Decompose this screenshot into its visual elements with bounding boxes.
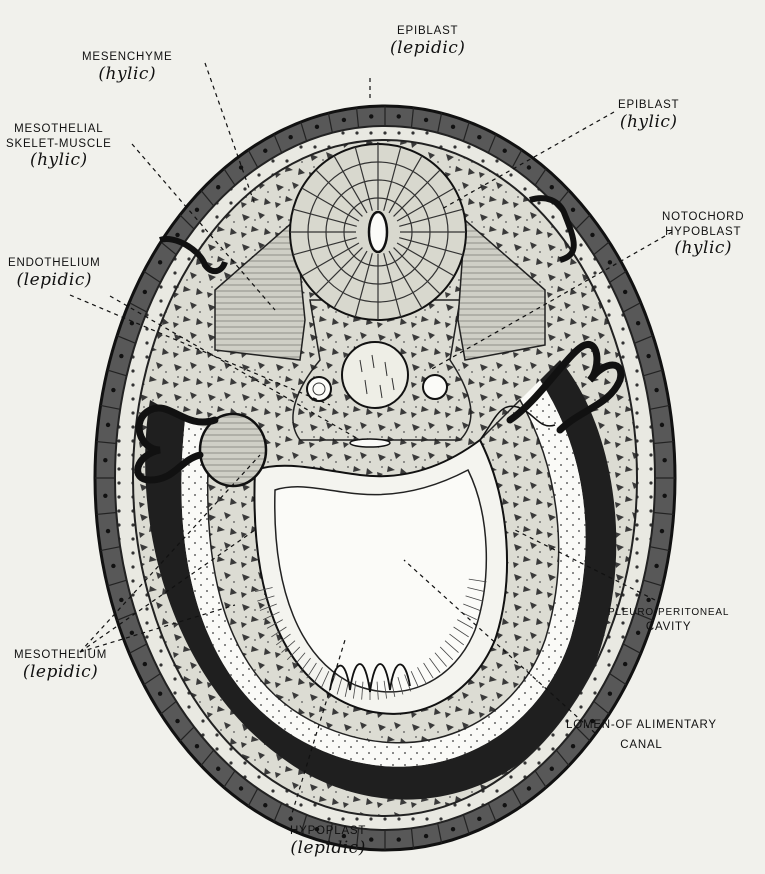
outer-band-nucleus [106, 423, 110, 427]
label-endothelium-type: (lepidic) [8, 272, 101, 289]
outer-band-nucleus [636, 321, 640, 325]
outer-band-nucleus [103, 458, 107, 462]
label-epiblast-right-type: (hylic) [618, 114, 679, 131]
outer-band-nucleus [111, 388, 115, 392]
label-mesothelium: MESOTHELIUM (lepidic) [14, 650, 107, 681]
outer-band-nucleus [175, 233, 179, 237]
outer-band-nucleus [397, 114, 401, 118]
outer-band-nucleus [662, 458, 666, 462]
outer-band-nucleus [654, 564, 658, 568]
outer-band-nucleus [451, 125, 455, 129]
outer-band-nucleus [550, 767, 554, 771]
outer-band-nucleus [130, 631, 134, 635]
neural-canal [369, 212, 387, 252]
outer-band-nucleus [527, 786, 531, 790]
outer-band-nucleus [646, 354, 650, 358]
outer-band-nucleus [158, 260, 162, 264]
notochord [342, 342, 408, 408]
outer-band-nucleus [503, 149, 507, 153]
outer-band-nucleus [397, 837, 401, 841]
vitelline-vessel [350, 439, 390, 447]
outer-band-nucleus [288, 135, 292, 139]
outer-band-nucleus [590, 233, 594, 237]
label-lumen-line2: CANAL [566, 740, 717, 752]
label-hypoplast-type: (lepidic) [290, 840, 366, 857]
outer-band-nucleus [119, 598, 123, 602]
outer-band-nucleus [623, 290, 627, 294]
outer-band-nucleus [646, 598, 650, 602]
label-mesenchyme: MESENCHYME (hylic) [82, 52, 172, 83]
outer-band-nucleus [239, 786, 243, 790]
outer-band-nucleus [424, 834, 428, 838]
label-notochord-line1: NOTOCHORD [662, 212, 744, 224]
outer-band-nucleus [369, 114, 373, 118]
label-mesothelial-skelet-muscle: MESOTHELIAL SKELET-MUSCLE (hylic) [6, 124, 112, 169]
label-epiblast-right-name: EPIBLAST [618, 100, 679, 112]
outer-band-nucleus [503, 803, 507, 807]
outer-band-nucleus [195, 208, 199, 212]
label-epiblast-top: EPIBLAST (lepidic) [390, 26, 465, 57]
outer-band-nucleus [158, 691, 162, 695]
outer-band-nucleus [216, 767, 220, 771]
dorsal-aorta-right [423, 375, 447, 399]
outer-band-nucleus [143, 290, 147, 294]
label-mesenchyme-type: (hylic) [82, 66, 172, 83]
outer-band-nucleus [111, 564, 115, 568]
outer-band-nucleus [216, 185, 220, 189]
outer-band-nucleus [342, 118, 346, 122]
label-mesothelial-line2: SKELET-MUSCLE [6, 139, 112, 151]
outer-band-nucleus [103, 494, 107, 498]
label-hypoplast-name: HYPOPLAST [290, 826, 366, 838]
label-endothelium-name: ENDOTHELIUM [8, 258, 101, 270]
outer-band-nucleus [660, 423, 664, 427]
outer-band-nucleus [106, 529, 110, 533]
outer-band-nucleus [477, 135, 481, 139]
outer-band-nucleus [143, 662, 147, 666]
outer-band-nucleus [175, 719, 179, 723]
label-mesothelial-line1: MESOTHELIAL [6, 124, 112, 136]
outer-band-nucleus [315, 125, 319, 129]
label-endothelium: ENDOTHELIUM (lepidic) [8, 258, 101, 289]
outer-band-nucleus [550, 185, 554, 189]
outer-band-nucleus [424, 118, 428, 122]
label-notochord-type: (hylic) [662, 240, 744, 257]
outer-band-nucleus [662, 494, 666, 498]
label-notochord-hypoblast: NOTOCHORD HYPOBLAST (hylic) [662, 212, 744, 257]
label-lumen-alimentary-canal: LOMEN-OF ALIMENTARY CANAL [566, 720, 717, 751]
outer-band-nucleus [660, 529, 664, 533]
outer-band-nucleus [263, 803, 267, 807]
label-notochord-line2: HYPOBLAST [662, 227, 744, 239]
outer-band-nucleus [608, 260, 612, 264]
label-mesenchyme-name: MESENCHYME [82, 52, 172, 64]
outer-band-nucleus [527, 165, 531, 169]
label-mesothelium-type: (lepidic) [14, 664, 107, 681]
label-mesothelium-name: MESOTHELIUM [14, 650, 107, 662]
outer-band-nucleus [263, 149, 267, 153]
outer-band-nucleus [369, 837, 373, 841]
outer-band-nucleus [477, 817, 481, 821]
label-hypoplast: HYPOPLAST (lepidic) [290, 826, 366, 857]
label-epiblast-top-name: EPIBLAST [390, 26, 465, 38]
label-pleuro-peritoneal-cavity: PLEURO-PERITONEAL CAVITY [608, 608, 729, 634]
outer-band-nucleus [623, 662, 627, 666]
outer-band-nucleus [195, 744, 199, 748]
label-pleuro-line1: PLEURO-PERITONEAL [608, 608, 729, 618]
label-epiblast-right: EPIBLAST (hylic) [618, 100, 679, 131]
label-mesothelial-type: (hylic) [6, 152, 112, 169]
outer-band-nucleus [571, 208, 575, 212]
outer-band-nucleus [654, 388, 658, 392]
outer-band-nucleus [451, 827, 455, 831]
outer-band-nucleus [119, 354, 123, 358]
label-pleuro-line2: CAVITY [608, 622, 729, 634]
label-lumen-line1: LOMEN-OF ALIMENTARY [566, 720, 717, 732]
dorsal-aorta-left [307, 377, 331, 401]
outer-band-nucleus [608, 691, 612, 695]
label-epiblast-top-type: (lepidic) [390, 40, 465, 57]
